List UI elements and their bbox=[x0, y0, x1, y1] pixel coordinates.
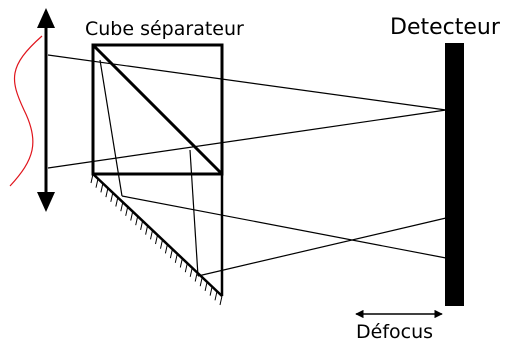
mirror-hatch-mark bbox=[219, 295, 223, 306]
mirror-hatch-mark bbox=[95, 178, 99, 188]
mirror-hatch-mark bbox=[130, 211, 134, 221]
mirror-hatch-mark bbox=[184, 263, 188, 273]
mirror-hatch-mark bbox=[150, 230, 153, 240]
wavefront-curve bbox=[9, 35, 43, 187]
defocus-label: Défocus bbox=[356, 321, 433, 342]
mirror-hatch-mark bbox=[110, 192, 114, 202]
detector-label: Detecteur bbox=[390, 15, 501, 40]
light-rays bbox=[47, 54, 447, 277]
lens-arrow-icon bbox=[37, 8, 55, 212]
detector-bar bbox=[445, 43, 464, 306]
mirror-hatch-mark bbox=[169, 248, 173, 259]
mirror-hatch-mark bbox=[145, 225, 149, 235]
mirror-hatch-mark bbox=[199, 277, 203, 287]
mirror-hatch-mark bbox=[189, 267, 193, 277]
mirror-hatch-mark bbox=[155, 234, 158, 245]
beam-splitter-cube bbox=[91, 43, 224, 296]
mirror-hatch-mark bbox=[125, 206, 129, 216]
mirror-hatch-mark bbox=[105, 187, 109, 198]
mirror-hatch-mark bbox=[140, 220, 144, 231]
mirror-hatch-mark bbox=[100, 183, 104, 193]
mirror-hatch-mark bbox=[135, 216, 139, 226]
mirror-hatch-mark bbox=[179, 258, 183, 268]
mirror bbox=[90, 173, 223, 306]
mirror-hatch-mark bbox=[164, 244, 168, 254]
mirror-hatch-mark bbox=[174, 253, 178, 263]
cube-label: Cube séparateur bbox=[85, 18, 244, 40]
mirror-hatch-mark bbox=[194, 272, 198, 282]
mirror-hatch-mark bbox=[115, 197, 119, 207]
mirror-hatch-mark bbox=[90, 173, 94, 184]
mirror-hatch-mark bbox=[214, 291, 218, 301]
mirror-hatch-mark bbox=[160, 239, 163, 249]
mirror-hatch-mark bbox=[209, 286, 213, 296]
mirror-hatch-mark bbox=[204, 281, 208, 292]
mirror-hatch-mark bbox=[120, 202, 124, 212]
